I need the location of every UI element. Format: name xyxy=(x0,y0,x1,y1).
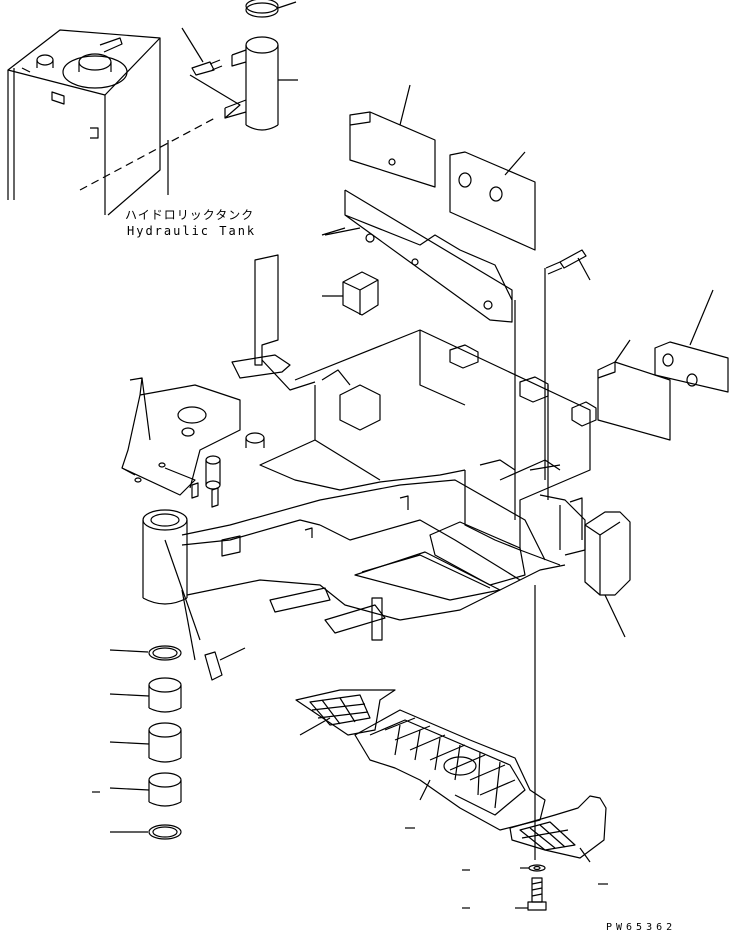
grease-hose xyxy=(164,539,246,681)
step-plate-small xyxy=(295,689,396,736)
swing-post xyxy=(142,509,188,605)
filler-pipe-leader xyxy=(189,74,241,119)
pin-small xyxy=(191,482,219,508)
filler-bolt xyxy=(181,27,223,76)
rubber-block xyxy=(322,271,379,316)
seal-ring-bottom xyxy=(110,824,182,840)
floor-plate xyxy=(354,709,546,831)
seal-ring-top xyxy=(109,645,182,661)
weight-plate-2 xyxy=(449,151,536,251)
weight-plate-1 xyxy=(349,84,436,188)
bottom-bolt xyxy=(515,877,547,911)
hydraulic-tank-label-japanese: ハイドロリックタンク xyxy=(125,208,255,222)
frame-arm xyxy=(181,479,566,641)
bushing-3 xyxy=(109,772,182,807)
side-cover xyxy=(584,511,631,638)
step-plate-right xyxy=(509,795,607,863)
bracket-plate xyxy=(324,189,513,323)
bracket-bolt xyxy=(544,249,591,480)
bushing-pin xyxy=(245,432,265,448)
filler-cap-ring xyxy=(245,0,297,18)
washer xyxy=(520,864,546,872)
weight-plate-3 xyxy=(597,339,671,441)
filler-pipe xyxy=(224,36,298,131)
swing-bracket xyxy=(121,377,241,496)
weight-plate-4 xyxy=(654,289,729,393)
alignment-line xyxy=(79,117,216,191)
leader-lines xyxy=(92,140,608,909)
main-frame xyxy=(231,254,597,566)
hydraulic-tank-label-english: Hydraulic Tank xyxy=(127,224,257,238)
bushing-1 xyxy=(109,677,182,713)
drawing-code: PW65362 xyxy=(606,922,677,933)
hydraulic-tank xyxy=(7,29,161,216)
bushing-2 xyxy=(109,722,182,763)
bushing-small xyxy=(205,455,221,490)
